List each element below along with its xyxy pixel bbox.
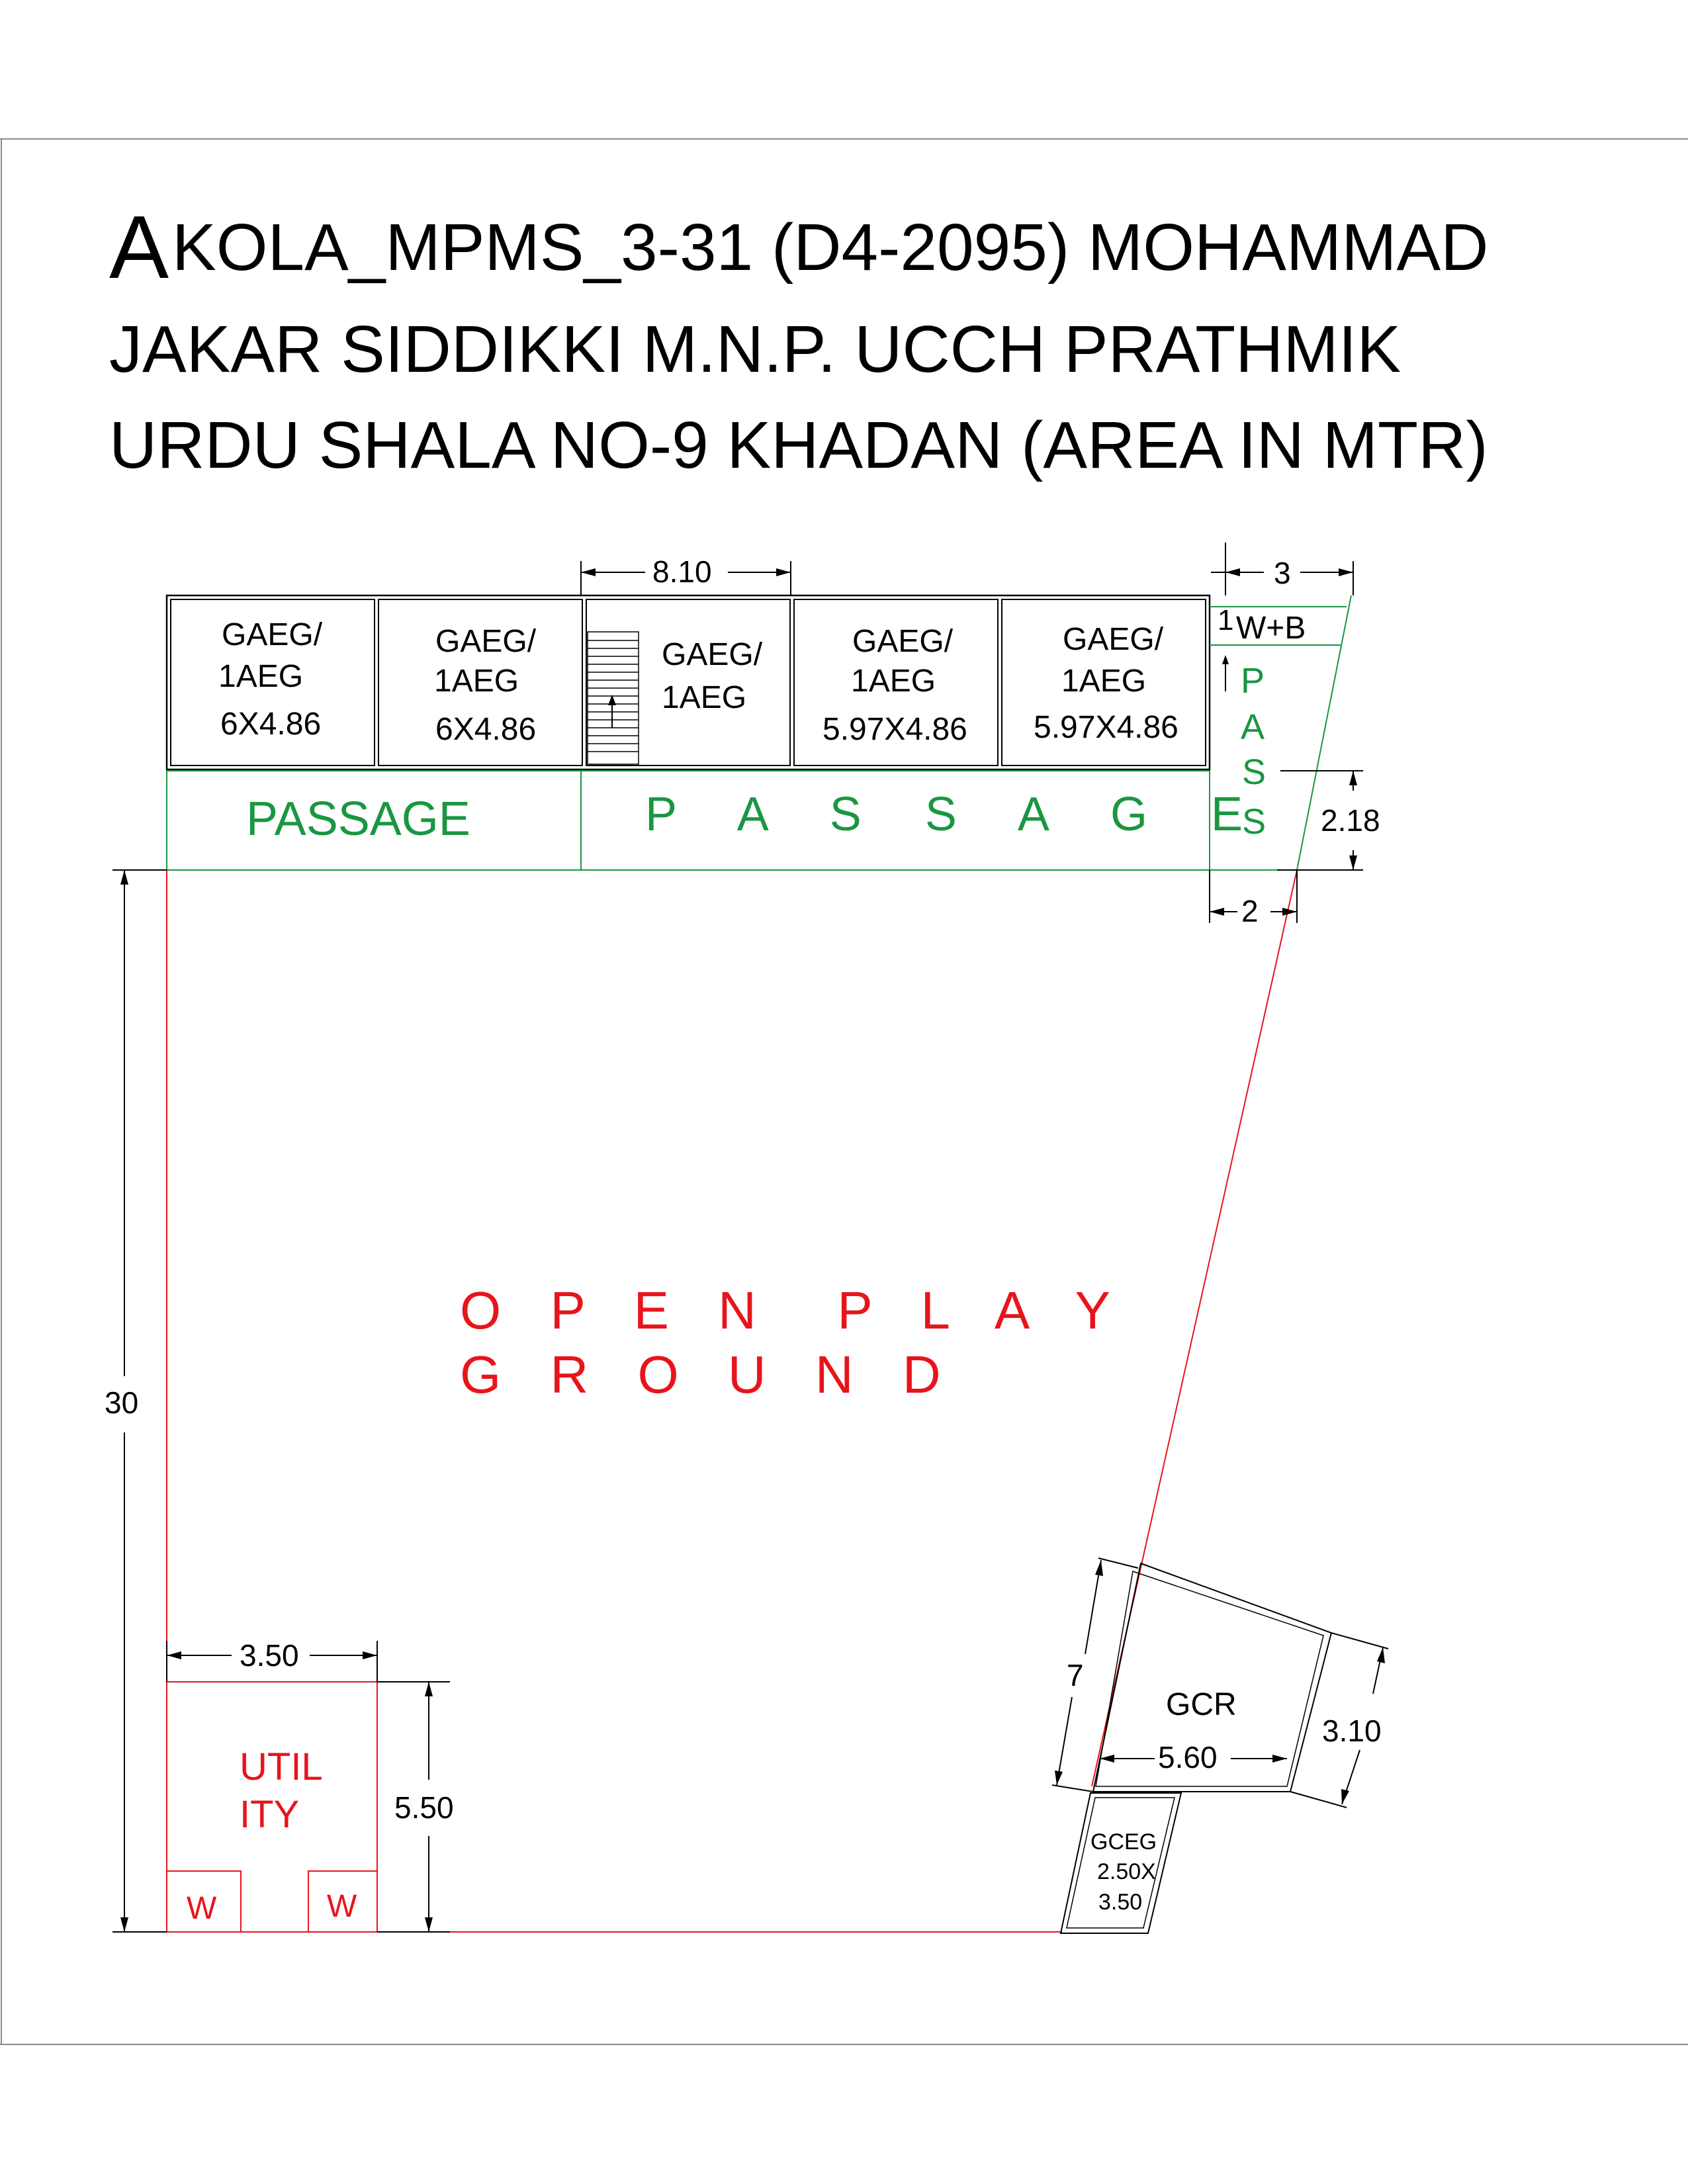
svg-text:1AEG: 1AEG <box>851 664 936 699</box>
svg-text:2.50X: 2.50X <box>1097 1859 1156 1884</box>
svg-text:GCEG: GCEG <box>1090 1829 1157 1855</box>
gceg-block <box>1059 1792 1182 1934</box>
svg-text:O P E N P L A Y: O P E N P L A Y <box>460 1281 1128 1340</box>
page-border <box>0 138 1688 2045</box>
gcr-label: GCR <box>1166 1687 1237 1722</box>
passage-label-right: P A S S A G E <box>645 788 1268 841</box>
svg-text:1AEG: 1AEG <box>662 680 746 715</box>
dim-3-10: 3.10 <box>1322 1714 1382 1748</box>
svg-text:3.50: 3.50 <box>1098 1890 1142 1915</box>
svg-text:S: S <box>1242 752 1266 792</box>
utility-label-2: ITY <box>240 1793 299 1836</box>
staircase <box>587 631 639 765</box>
washroom-label-2: W <box>327 1889 357 1924</box>
svg-text:GAEG/: GAEG/ <box>435 624 537 659</box>
wb-label: W+B <box>1236 611 1306 646</box>
gceg-label: GCEG 2.50X 3.50 <box>1090 1829 1157 1915</box>
svg-text:5.97X4.86: 5.97X4.86 <box>822 712 967 747</box>
svg-text:S: S <box>1242 802 1266 842</box>
room-2-outline <box>378 599 583 766</box>
dim-7: 7 <box>1067 1658 1084 1692</box>
room-5-label: GAEG/ 1AEG 5.97X4.86 <box>1034 622 1178 745</box>
open-play-ground-label: O P E N P L A Y G R O U N D <box>460 1281 1128 1404</box>
svg-text:GAEG/: GAEG/ <box>1063 622 1164 657</box>
svg-text:GAEG/: GAEG/ <box>222 617 323 652</box>
room-2-label: GAEG/ 1AEG 6X4.86 <box>434 624 537 747</box>
svg-text:6X4.86: 6X4.86 <box>435 712 536 747</box>
dim-2: 2 <box>1241 894 1259 928</box>
dimension-lines <box>112 543 1389 1933</box>
title-line-2: JAKAR SIDDIKKI M.N.P. UCCH PRATHMIK <box>109 312 1401 386</box>
classroom-block <box>165 594 1211 771</box>
utility-block <box>166 1681 378 1933</box>
title-initial: A <box>109 197 169 297</box>
title-line-3: URDU SHALA NO-9 KHADAN (AREA IN MTR) <box>109 408 1488 482</box>
room-1-outline <box>170 599 375 766</box>
svg-text:1AEG: 1AEG <box>1061 664 1146 699</box>
room-5-outline <box>1001 599 1206 766</box>
svg-text:5.97X4.86: 5.97X4.86 <box>1034 710 1178 745</box>
svg-text:GAEG/: GAEG/ <box>852 624 954 659</box>
svg-text:GAEG/: GAEG/ <box>662 637 763 672</box>
dim-3-50: 3.50 <box>240 1638 299 1673</box>
svg-text:A: A <box>1241 707 1265 747</box>
dim-5-60: 5.60 <box>1158 1740 1218 1774</box>
svg-text:1AEG: 1AEG <box>434 664 519 699</box>
wb-dimension: 1 <box>1218 604 1233 636</box>
svg-text:1AEG: 1AEG <box>218 659 303 694</box>
utility-label-1: UTIL <box>240 1745 323 1788</box>
dim-8-10: 8.10 <box>652 554 712 589</box>
wb-arrow <box>1222 655 1229 691</box>
washroom-label-1: W <box>187 1891 217 1926</box>
title-line-1: KOLA_MPMS_3-31 (D4-2095) MOHAMMAD <box>172 210 1488 284</box>
room-3-outline <box>586 599 791 766</box>
drawing-title: A KOLA_MPMS_3-31 (D4-2095) MOHAMMAD JAKA… <box>109 197 1488 482</box>
svg-text:6X4.86: 6X4.86 <box>220 707 321 742</box>
dim-5-50: 5.50 <box>394 1790 454 1825</box>
svg-text:P: P <box>1241 661 1265 701</box>
svg-text:G R O U N D: G R O U N D <box>460 1345 958 1404</box>
room-4-label: GAEG/ 1AEG 5.97X4.86 <box>822 624 967 747</box>
pass-vertical-label: P A S S <box>1241 661 1266 842</box>
room-4-outline <box>793 599 999 766</box>
dim-30: 30 <box>105 1385 138 1420</box>
room-3-label: GAEG/ 1AEG <box>662 637 763 715</box>
dim-3: 3 <box>1274 556 1291 590</box>
passage-outline <box>166 595 1352 871</box>
passage-label-left: PASSAGE <box>246 793 470 846</box>
room-1-label: GAEG/ 1AEG 6X4.86 <box>218 617 323 742</box>
dim-2-18: 2.18 <box>1321 803 1380 838</box>
